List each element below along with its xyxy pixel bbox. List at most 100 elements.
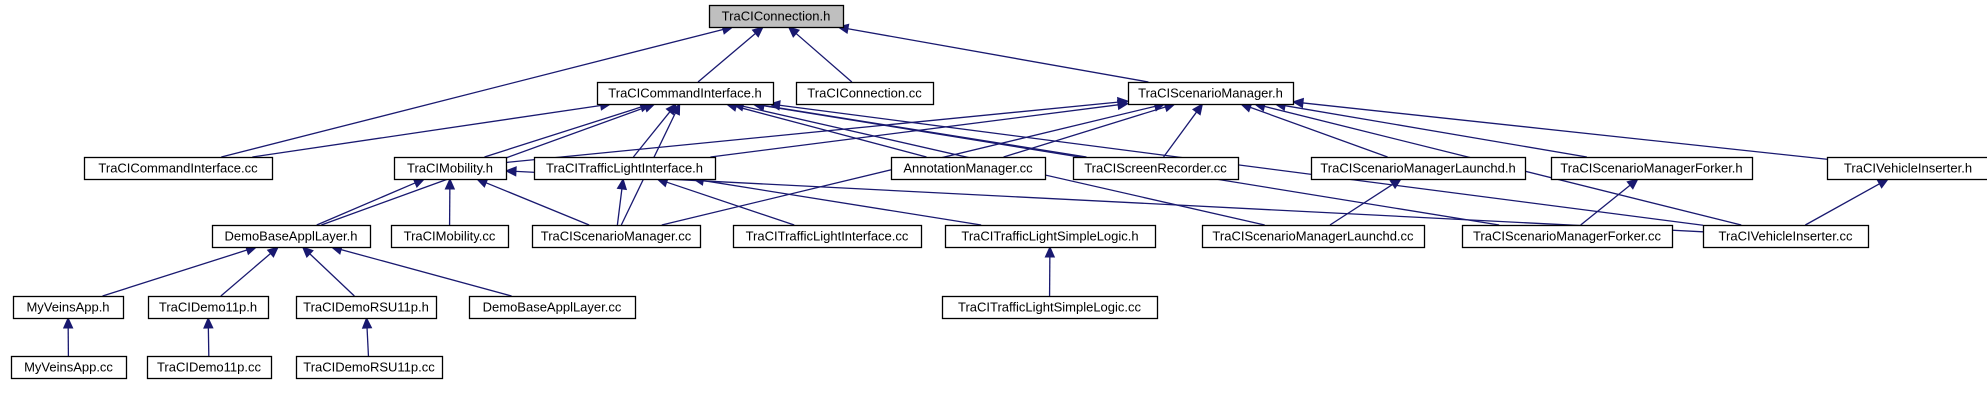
edge-line: [710, 104, 1119, 158]
edge-line: [221, 28, 724, 158]
edge-demo_base_appl_layer_cc-to-demo_base_appl_layer_h: [330, 244, 512, 297]
node-box: [944, 224, 1157, 249]
edge-traci_vehicle_inserter_cc-to-traci_command_interface_h: [768, 100, 1704, 226]
edge-traci_traffic_light_simple_logic_h-to-traci_traffic_light_interface_h: [692, 175, 982, 226]
node-box: [533, 156, 717, 181]
node-demo_base_appl_layer_h[interactable]: DemoBaseApplLayer.h: [211, 224, 372, 249]
arrowhead-icon: [301, 246, 314, 259]
edge-demo_base_appl_layer_h-to-traci_mobility_h: [316, 178, 426, 226]
node-traci_scenario_manager_forker_h[interactable]: TraCIScenarioManagerForker.h: [1550, 156, 1754, 181]
edge-line: [666, 181, 795, 226]
node-box: [1550, 156, 1754, 181]
node-traci_traffic_light_interface_cc[interactable]: TraCITrafficLightInterface.cc: [732, 224, 923, 249]
node-box: [393, 156, 508, 181]
node-box: [295, 295, 438, 320]
node-traci_scenario_manager_h[interactable]: TraCIScenarioManager.h: [1127, 81, 1295, 106]
node-box: [1702, 224, 1870, 249]
edge-line: [485, 182, 590, 226]
edge-line: [779, 104, 1704, 226]
node-traci_mobility_cc[interactable]: TraCIMobility.cc: [390, 224, 510, 249]
node-traci_scenario_manager_cc[interactable]: TraCIScenarioManager.cc: [531, 224, 702, 249]
arrowhead-icon: [1044, 245, 1056, 258]
arrowhead-icon: [504, 166, 517, 177]
edge-line: [316, 182, 416, 226]
edge-line: [484, 106, 642, 158]
node-traci_command_interface_cc[interactable]: TraCICommandInterface.cc: [83, 156, 274, 181]
edge-traci_vehicle_inserter_h-to-traci_scenario_manager_h: [1291, 97, 1828, 160]
node-box: [146, 355, 273, 380]
node-traci_scenario_manager_launchd_h[interactable]: TraCIScenarioManagerLaunchd.h: [1310, 156, 1527, 181]
arrowhead-icon: [768, 100, 781, 111]
arrowhead-icon: [616, 177, 628, 191]
edge-line: [1250, 106, 1388, 158]
node-demo_base_appl_layer_cc[interactable]: DemoBaseApplLayer.cc: [468, 295, 637, 320]
node-my_veins_app_h[interactable]: MyVeinsApp.h: [12, 295, 125, 320]
node-box: [1201, 224, 1426, 249]
node-label: TraCIScenarioManagerForker.cc: [1473, 229, 1662, 244]
edge-line: [1302, 102, 1828, 160]
node-label: TraCICommandInterface.h: [608, 86, 761, 101]
edge-traci_scenario_manager_forker_cc-to-traci_scenario_manager_forker_h: [1580, 178, 1639, 226]
edge-line: [795, 33, 853, 83]
node-label: TraCIMobility.h: [407, 161, 493, 176]
node-label: TraCIDemo11p.cc: [157, 360, 262, 375]
node-traci_vehicle_inserter_cc[interactable]: TraCIVehicleInserter.cc: [1702, 224, 1870, 249]
node-box: [211, 224, 372, 249]
edge-traci_demo_rsu11p_cc-to-traci_demo_rsu11p_h: [361, 316, 373, 357]
node-traci_traffic_light_simple_logic_cc[interactable]: TraCITrafficLightSimpleLogic.cc: [941, 295, 1159, 320]
edge-traci_scenario_manager_h-to-traci_connection_h: [836, 23, 1149, 83]
node-box: [732, 224, 923, 249]
edge-line: [1329, 183, 1393, 226]
node-traci_scenario_manager_forker_cc[interactable]: TraCIScenarioManagerForker.cc: [1461, 224, 1674, 249]
node-label: TraCIDemoRSU11p.cc: [303, 360, 435, 375]
graph-nodes: TraCIConnection.hTraCICommandInterface.h…: [10, 4, 1987, 380]
node-traci_demo_rsu11p_h[interactable]: TraCIDemoRSU11p.h: [295, 295, 438, 320]
node-traci_demo11p_h[interactable]: TraCIDemo11p.h: [147, 295, 270, 320]
node-traci_connection_cc[interactable]: TraCIConnection.cc: [795, 81, 935, 106]
edge-traci_traffic_light_simple_logic_cc-to-traci_traffic_light_simple_logic_h: [1044, 245, 1056, 297]
node-traci_screen_recorder_cc[interactable]: TraCIScreenRecorder.cc: [1072, 156, 1240, 181]
edge-traci_connection_cc-to-traci_connection_h: [787, 26, 853, 83]
node-box: [890, 156, 1047, 181]
node-label: MyVeinsApp.cc: [24, 360, 113, 375]
node-traci_vehicle_inserter_h[interactable]: TraCIVehicleInserter.h: [1826, 156, 1987, 181]
node-traci_connection_h[interactable]: TraCIConnection.h: [708, 4, 845, 29]
edge-line: [847, 28, 1149, 83]
node-traci_traffic_light_interface_h[interactable]: TraCITrafficLightInterface.h: [533, 156, 717, 181]
edge-line: [505, 101, 1119, 164]
node-traci_command_interface_h[interactable]: TraCICommandInterface.h: [596, 81, 775, 106]
node-label: TraCIDemo11p.h: [159, 300, 257, 315]
arrowhead-icon: [787, 26, 801, 38]
node-box: [1826, 156, 1987, 181]
edge-line: [697, 32, 756, 83]
edge-line: [703, 179, 982, 226]
arrowhead-icon: [670, 102, 681, 116]
node-traci_traffic_light_simple_logic_h[interactable]: TraCITrafficLightSimpleLogic.h: [944, 224, 1157, 249]
edge-traci_demo_rsu11p_h-to-demo_base_appl_layer_h: [301, 246, 355, 297]
node-annotation_manager_cc[interactable]: AnnotationManager.cc: [890, 156, 1047, 181]
node-label: TraCIScenarioManager.cc: [541, 229, 692, 244]
node-label: TraCICommandInterface.cc: [98, 161, 258, 176]
edge-traci_scenario_manager_launchd_h-to-traci_scenario_manager_h: [1239, 102, 1388, 158]
node-box: [531, 224, 702, 249]
edge-traci_screen_recorder_cc-to-traci_scenario_manager_h: [1163, 103, 1204, 158]
node-box: [1310, 156, 1527, 181]
arrowhead-icon: [1626, 178, 1639, 190]
node-my_veins_app_cc[interactable]: MyVeinsApp.cc: [10, 355, 128, 380]
node-box: [708, 4, 845, 29]
edge-my_veins_app_cc-to-my_veins_app_h: [62, 316, 74, 357]
node-label: AnnotationManager.cc: [903, 161, 1033, 176]
node-box: [10, 355, 128, 380]
edge-traci_demo11p_cc-to-traci_demo11p_h: [203, 316, 214, 357]
edge-traci_vehicle_inserter_cc-to-traci_vehicle_inserter_h: [1805, 178, 1890, 226]
node-traci_demo11p_cc[interactable]: TraCIDemo11p.cc: [146, 355, 273, 380]
node-label: TraCITrafficLightSimpleLogic.cc: [958, 300, 1142, 315]
node-traci_mobility_h[interactable]: TraCIMobility.h: [393, 156, 508, 181]
edge-line: [515, 170, 1704, 233]
node-label: TraCIDemoRSU11p.h: [303, 300, 429, 315]
node-traci_demo_rsu11p_cc[interactable]: TraCIDemoRSU11p.cc: [295, 355, 444, 380]
edge-line: [1163, 111, 1198, 158]
edge-line: [1580, 184, 1631, 226]
node-label: TraCIScenarioManager.h: [1138, 86, 1283, 101]
node-traci_scenario_manager_launchd_cc[interactable]: TraCIScenarioManagerLaunchd.cc: [1201, 224, 1426, 249]
